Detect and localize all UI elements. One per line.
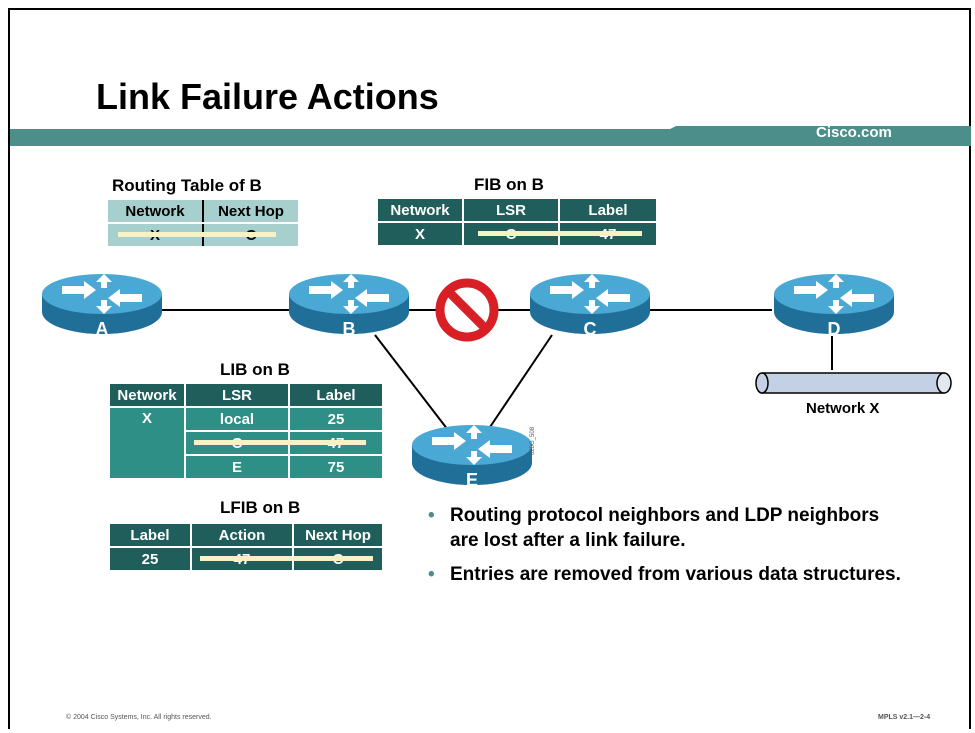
lib-header-label: Label (288, 382, 384, 408)
router-a: A (42, 274, 162, 339)
router-b-label: B (343, 319, 356, 339)
lfib-cell-action: 47 (190, 546, 294, 572)
lib-title: LIB on B (220, 360, 290, 379)
lfib-title: LFIB on B (220, 498, 301, 517)
lib-cell-label-2: 75 (288, 454, 384, 480)
bullet-text: Entries are removed from various data st… (450, 564, 901, 585)
fib-header-network: Network (376, 197, 464, 223)
fib-title: FIB on B (474, 175, 544, 194)
router-a-label: A (96, 319, 109, 339)
routing-table-title: Routing Table of B (112, 176, 262, 195)
link-c-e (487, 334, 553, 431)
router-e: E (412, 425, 532, 490)
lib-cell-network: X (108, 406, 186, 480)
routing-table-header-nexthop: Next Hop (202, 200, 298, 224)
network-x-segment (755, 372, 952, 394)
lfib-cell-nexthop: C (292, 546, 384, 572)
figure-code: 020G_508 (530, 426, 536, 455)
bullet-list: • Routing protocol neighbors and LDP nei… (428, 503, 908, 596)
slide-frame (8, 8, 971, 729)
fib-cell-label: 47 (558, 221, 658, 247)
lib-cell-lsr-0: local (184, 406, 290, 432)
fib-header-lsr: LSR (462, 197, 560, 223)
link-failure-icon (435, 278, 499, 342)
bullet-item: • Routing protocol neighbors and LDP nei… (428, 503, 908, 553)
lib-cell-lsr-2: E (184, 454, 290, 480)
routing-table-cell-nexthop: C (187, 223, 298, 246)
router-e-label: E (466, 470, 478, 490)
fib-cell-lsr: C (462, 221, 565, 247)
router-c-label: C (584, 319, 597, 339)
link-b-e (374, 334, 449, 431)
title-band (10, 126, 971, 146)
network-x-label: Network X (806, 400, 880, 417)
lfib-header-label: Label (108, 522, 192, 548)
router-d-label: D (828, 319, 841, 339)
bullet-text: Routing protocol neighbors and LDP neigh… (450, 505, 880, 551)
fib-header-label: Label (558, 197, 658, 223)
routing-table-cell-network: X (108, 223, 212, 246)
router-b: B (289, 274, 409, 339)
footer-course: MPLS v2.1—2-4 (878, 714, 931, 721)
lib-cell-label-0: 25 (288, 406, 384, 432)
lfib-header-nexthop: Next Hop (292, 522, 384, 548)
router-d: D (774, 274, 894, 339)
router-c: C (530, 274, 650, 339)
footer-copyright: © 2004 Cisco Systems, Inc. All rights re… (66, 714, 212, 721)
lib-table: Network LSR Label X local 25 C 47 E 75 (108, 382, 384, 480)
lfib-header-action: Action (190, 522, 294, 548)
routing-table: Network Next Hop X C (108, 200, 298, 246)
fib-table: Network LSR Label X C 47 (376, 197, 658, 247)
lfib-cell-label: 25 (108, 546, 192, 572)
routing-table-header-network: Network (108, 200, 203, 224)
bullet-icon: • (428, 505, 435, 526)
lib-header-lsr: LSR (184, 382, 290, 408)
lib-header-network: Network (108, 382, 186, 408)
lib-cell-label-1: 47 (283, 430, 384, 456)
brand-label: Cisco.com (816, 124, 892, 141)
lfib-table: Label Action Next Hop 25 47 C (108, 522, 384, 572)
bullet-item: • Entries are removed from various data … (428, 562, 908, 587)
fib-cell-network: X (376, 221, 464, 247)
slide-title: Link Failure Actions (96, 76, 439, 117)
bullet-icon: • (428, 564, 435, 585)
